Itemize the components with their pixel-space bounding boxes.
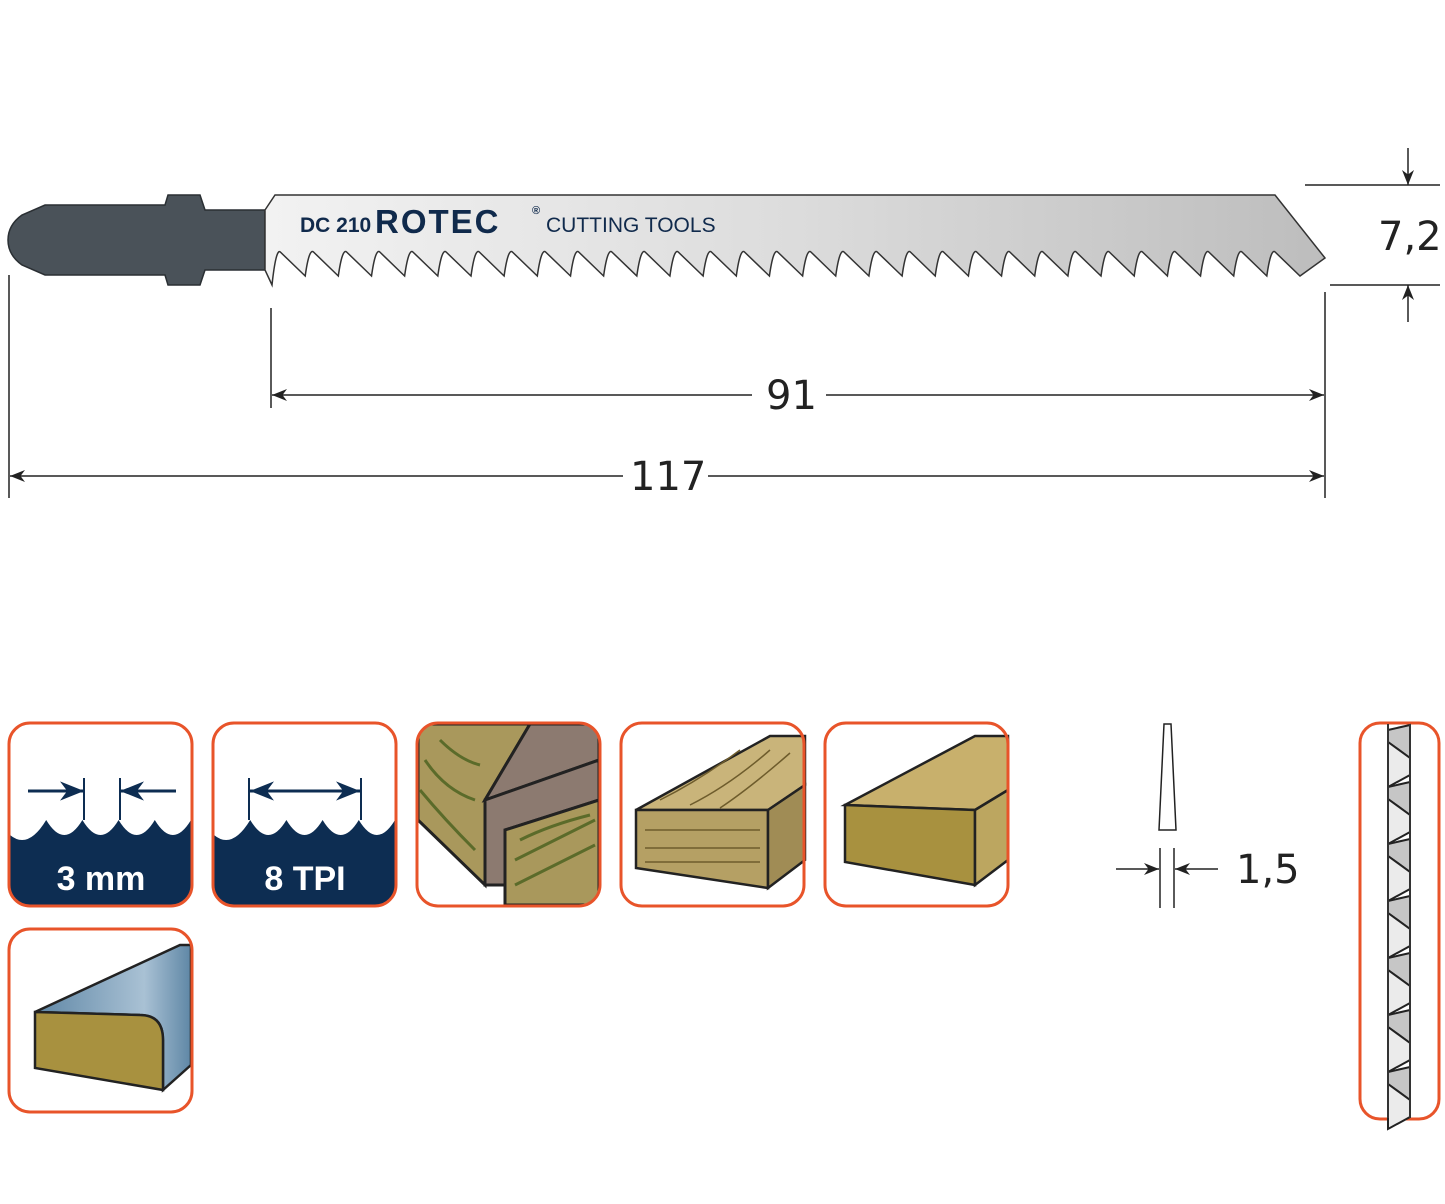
tpi-icon: 8 TPI [211, 721, 398, 908]
thickness-value: 1,5 [1236, 847, 1300, 893]
tooth-set-icon [1358, 721, 1441, 1131]
height-value: 7,2 [1378, 214, 1442, 260]
working-length-value: 91 [766, 373, 817, 419]
chipboard-icon [823, 721, 1010, 908]
brand-logo: ROTEC [375, 203, 501, 240]
height-dimension [1305, 148, 1440, 322]
softwood-board-icon [619, 721, 807, 908]
thickness-dimension [1116, 723, 1218, 908]
brand-tagline: CUTTING TOOLS [546, 214, 716, 237]
worktop-icon [7, 927, 194, 1114]
blade-body [264, 194, 1327, 288]
registered-mark: ® [532, 205, 540, 217]
blade-shank [7, 194, 266, 286]
total-length-value: 117 [630, 454, 706, 500]
tooth-pitch-icon: 3 mm [7, 721, 194, 908]
wood-joint-icon [415, 721, 602, 908]
tooth-pitch-label: 3 mm [57, 860, 146, 898]
blade-model: DC 210 [300, 214, 371, 237]
tpi-label: 8 TPI [264, 860, 345, 898]
